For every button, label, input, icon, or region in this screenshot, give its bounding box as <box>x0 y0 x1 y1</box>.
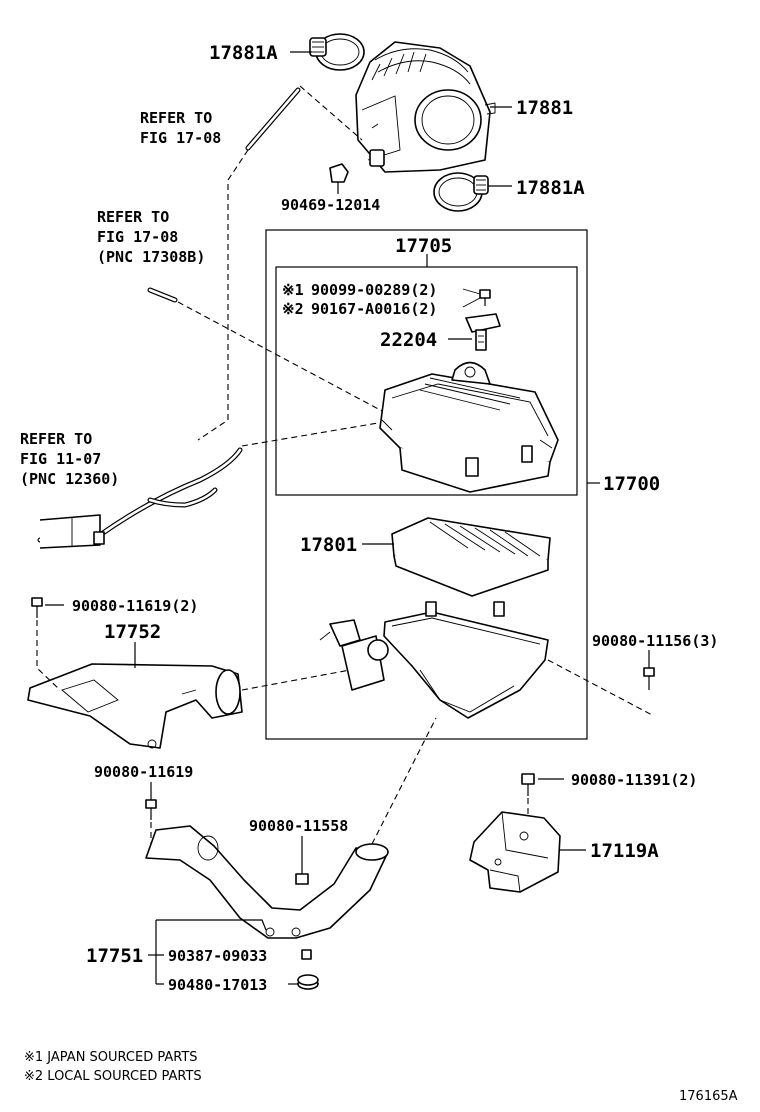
label-90080-11156: 90080-11156(3) <box>592 632 718 650</box>
leader-90167 <box>462 297 481 308</box>
breather-hose-upper <box>245 87 301 151</box>
leader-90099 <box>462 288 481 295</box>
ref-17-08-a-line2: FIG 17-08 <box>140 129 221 147</box>
ref-11-07-line1: REFER TO <box>20 430 92 448</box>
label-17705: 17705 <box>395 235 452 257</box>
clip-90469 <box>329 163 349 194</box>
vacuum-hose-main <box>37 447 243 549</box>
ref-11-07-line3: (PNC 12360) <box>20 470 119 488</box>
air-cleaner-cap <box>379 361 559 493</box>
label-90167: 90167-A0016(2) <box>311 300 437 318</box>
bolt-90099 <box>479 289 491 306</box>
label-90469: 90469-12014 <box>281 196 380 214</box>
ref-17-08-a-line1: REFER TO <box>140 109 212 127</box>
label-17881: 17881 <box>516 97 573 119</box>
mark-1: ※1 <box>282 281 304 299</box>
hose-clamp-top <box>309 33 365 71</box>
ref-17-08-b-line3: (PNC 17308B) <box>97 248 205 266</box>
breather-hose-stub <box>147 287 178 303</box>
dash-hose-upper <box>299 85 363 141</box>
bolt-90080-11391 <box>521 773 535 796</box>
nut-90387 <box>301 949 312 960</box>
label-90080-11558: 90080-11558 <box>249 817 348 835</box>
label-17881A-top: 17881A <box>209 42 278 64</box>
dash-17752-to-case <box>241 669 351 691</box>
ref-17-08-b-line2: FIG 17-08 <box>97 228 178 246</box>
label-17700: 17700 <box>603 473 660 495</box>
bolt-90080-11156 <box>643 667 655 690</box>
mark-2: ※2 <box>282 300 304 318</box>
label-17881A-bottom: 17881A <box>516 177 585 199</box>
bolt-90080-11619 <box>145 799 157 820</box>
ref-17-08-b-line1: REFER TO <box>97 208 169 226</box>
dash-90080-11619-2 <box>36 620 61 691</box>
airflow-sensor-22204 <box>465 313 501 351</box>
label-22204: 22204 <box>380 329 437 351</box>
bracket-17119A <box>469 811 561 893</box>
label-90480: 90480-17013 <box>168 976 267 994</box>
legend-note-2: ※2 LOCAL SOURCED PARTS <box>24 1069 202 1084</box>
dash-90080-11156 <box>547 659 655 717</box>
label-17119A: 17119A <box>590 840 659 862</box>
label-90080-11391: 90080-11391(2) <box>571 771 697 789</box>
assembly-box-17700 <box>265 229 588 740</box>
label-17751: 17751 <box>86 945 143 967</box>
label-90387: 90387-09033 <box>168 947 267 965</box>
ref-11-07-line2: FIG 11-07 <box>20 450 101 468</box>
label-90099: 90099-00289(2) <box>311 281 437 299</box>
intake-duct-17751 <box>145 825 389 939</box>
legend-note-1: ※1 JAPAN SOURCED PARTS <box>24 1050 198 1065</box>
bracket-17751 <box>155 919 267 985</box>
intake-duct-17752 <box>27 663 243 749</box>
filter-element-17801 <box>391 517 551 597</box>
label-17801: 17801 <box>300 534 357 556</box>
dash-17751-to-case <box>371 717 437 845</box>
grommet-90480 <box>297 974 319 990</box>
hose-clamp-bottom <box>433 172 489 212</box>
label-90080-11619-2: 90080-11619(2) <box>72 597 198 615</box>
label-90080-11619: 90080-11619 <box>94 763 193 781</box>
dash-hose-route <box>197 149 249 441</box>
bolt-90080-11558 <box>295 864 309 885</box>
bolt-90080-11619-2 <box>31 597 43 618</box>
air-cleaner-case <box>319 601 549 719</box>
label-17752: 17752 <box>104 621 161 643</box>
air-inlet-duct <box>355 41 496 173</box>
dash-hose-main <box>241 421 385 447</box>
figure-id: 176165A <box>679 1089 738 1104</box>
dash-hose-stub <box>177 301 385 413</box>
